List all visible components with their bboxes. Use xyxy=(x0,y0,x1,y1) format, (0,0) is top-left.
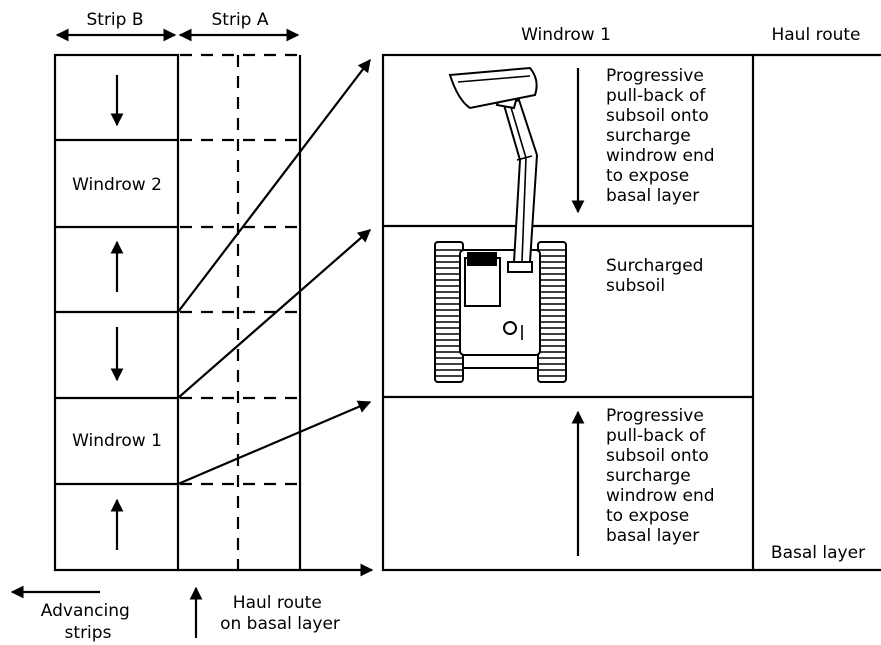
windrow-1-label: Windrow 1 xyxy=(72,431,162,451)
strip-a xyxy=(178,53,374,577)
basal-layer-label: Basal layer xyxy=(771,543,865,563)
windrow-1-header: Windrow 1 xyxy=(521,25,611,45)
advancing-strips: Advancing strips xyxy=(10,585,135,643)
strip-b: Windrow 2 Windrow 1 xyxy=(53,53,180,572)
haul-route-basal: Haul route on basal layer xyxy=(189,586,340,638)
haul-route-basal-label: Haul route on basal layer xyxy=(220,593,340,634)
strip-a-label: Strip A xyxy=(212,10,269,30)
excavator-icon xyxy=(434,66,567,383)
windrow-2-label: Windrow 2 xyxy=(72,175,162,195)
surcharged-subsoil-text: Surcharged subsoil xyxy=(606,256,709,296)
haul-route-header: Haul route xyxy=(771,25,860,45)
leader-arrows xyxy=(177,58,372,486)
cab-roof xyxy=(467,252,497,266)
progressive-text-top: Progressive pull-back of subsoil onto su… xyxy=(606,66,720,206)
excavator-bucket xyxy=(448,66,538,110)
left-track xyxy=(434,241,464,383)
right-track xyxy=(537,241,567,383)
strip-a-dimension: Strip A xyxy=(178,10,300,42)
detail-box: Windrow 1 Haul route Basal layer Progres… xyxy=(381,25,881,572)
advancing-strips-label: Advancing strips xyxy=(41,601,135,643)
excavator-boom xyxy=(502,98,539,263)
strip-b-label: Strip B xyxy=(86,10,143,30)
slew-ring xyxy=(503,321,517,335)
strip-b-dimension: Strip B xyxy=(55,10,177,42)
progressive-text-bottom: Progressive pull-back of subsoil onto su… xyxy=(606,406,720,546)
